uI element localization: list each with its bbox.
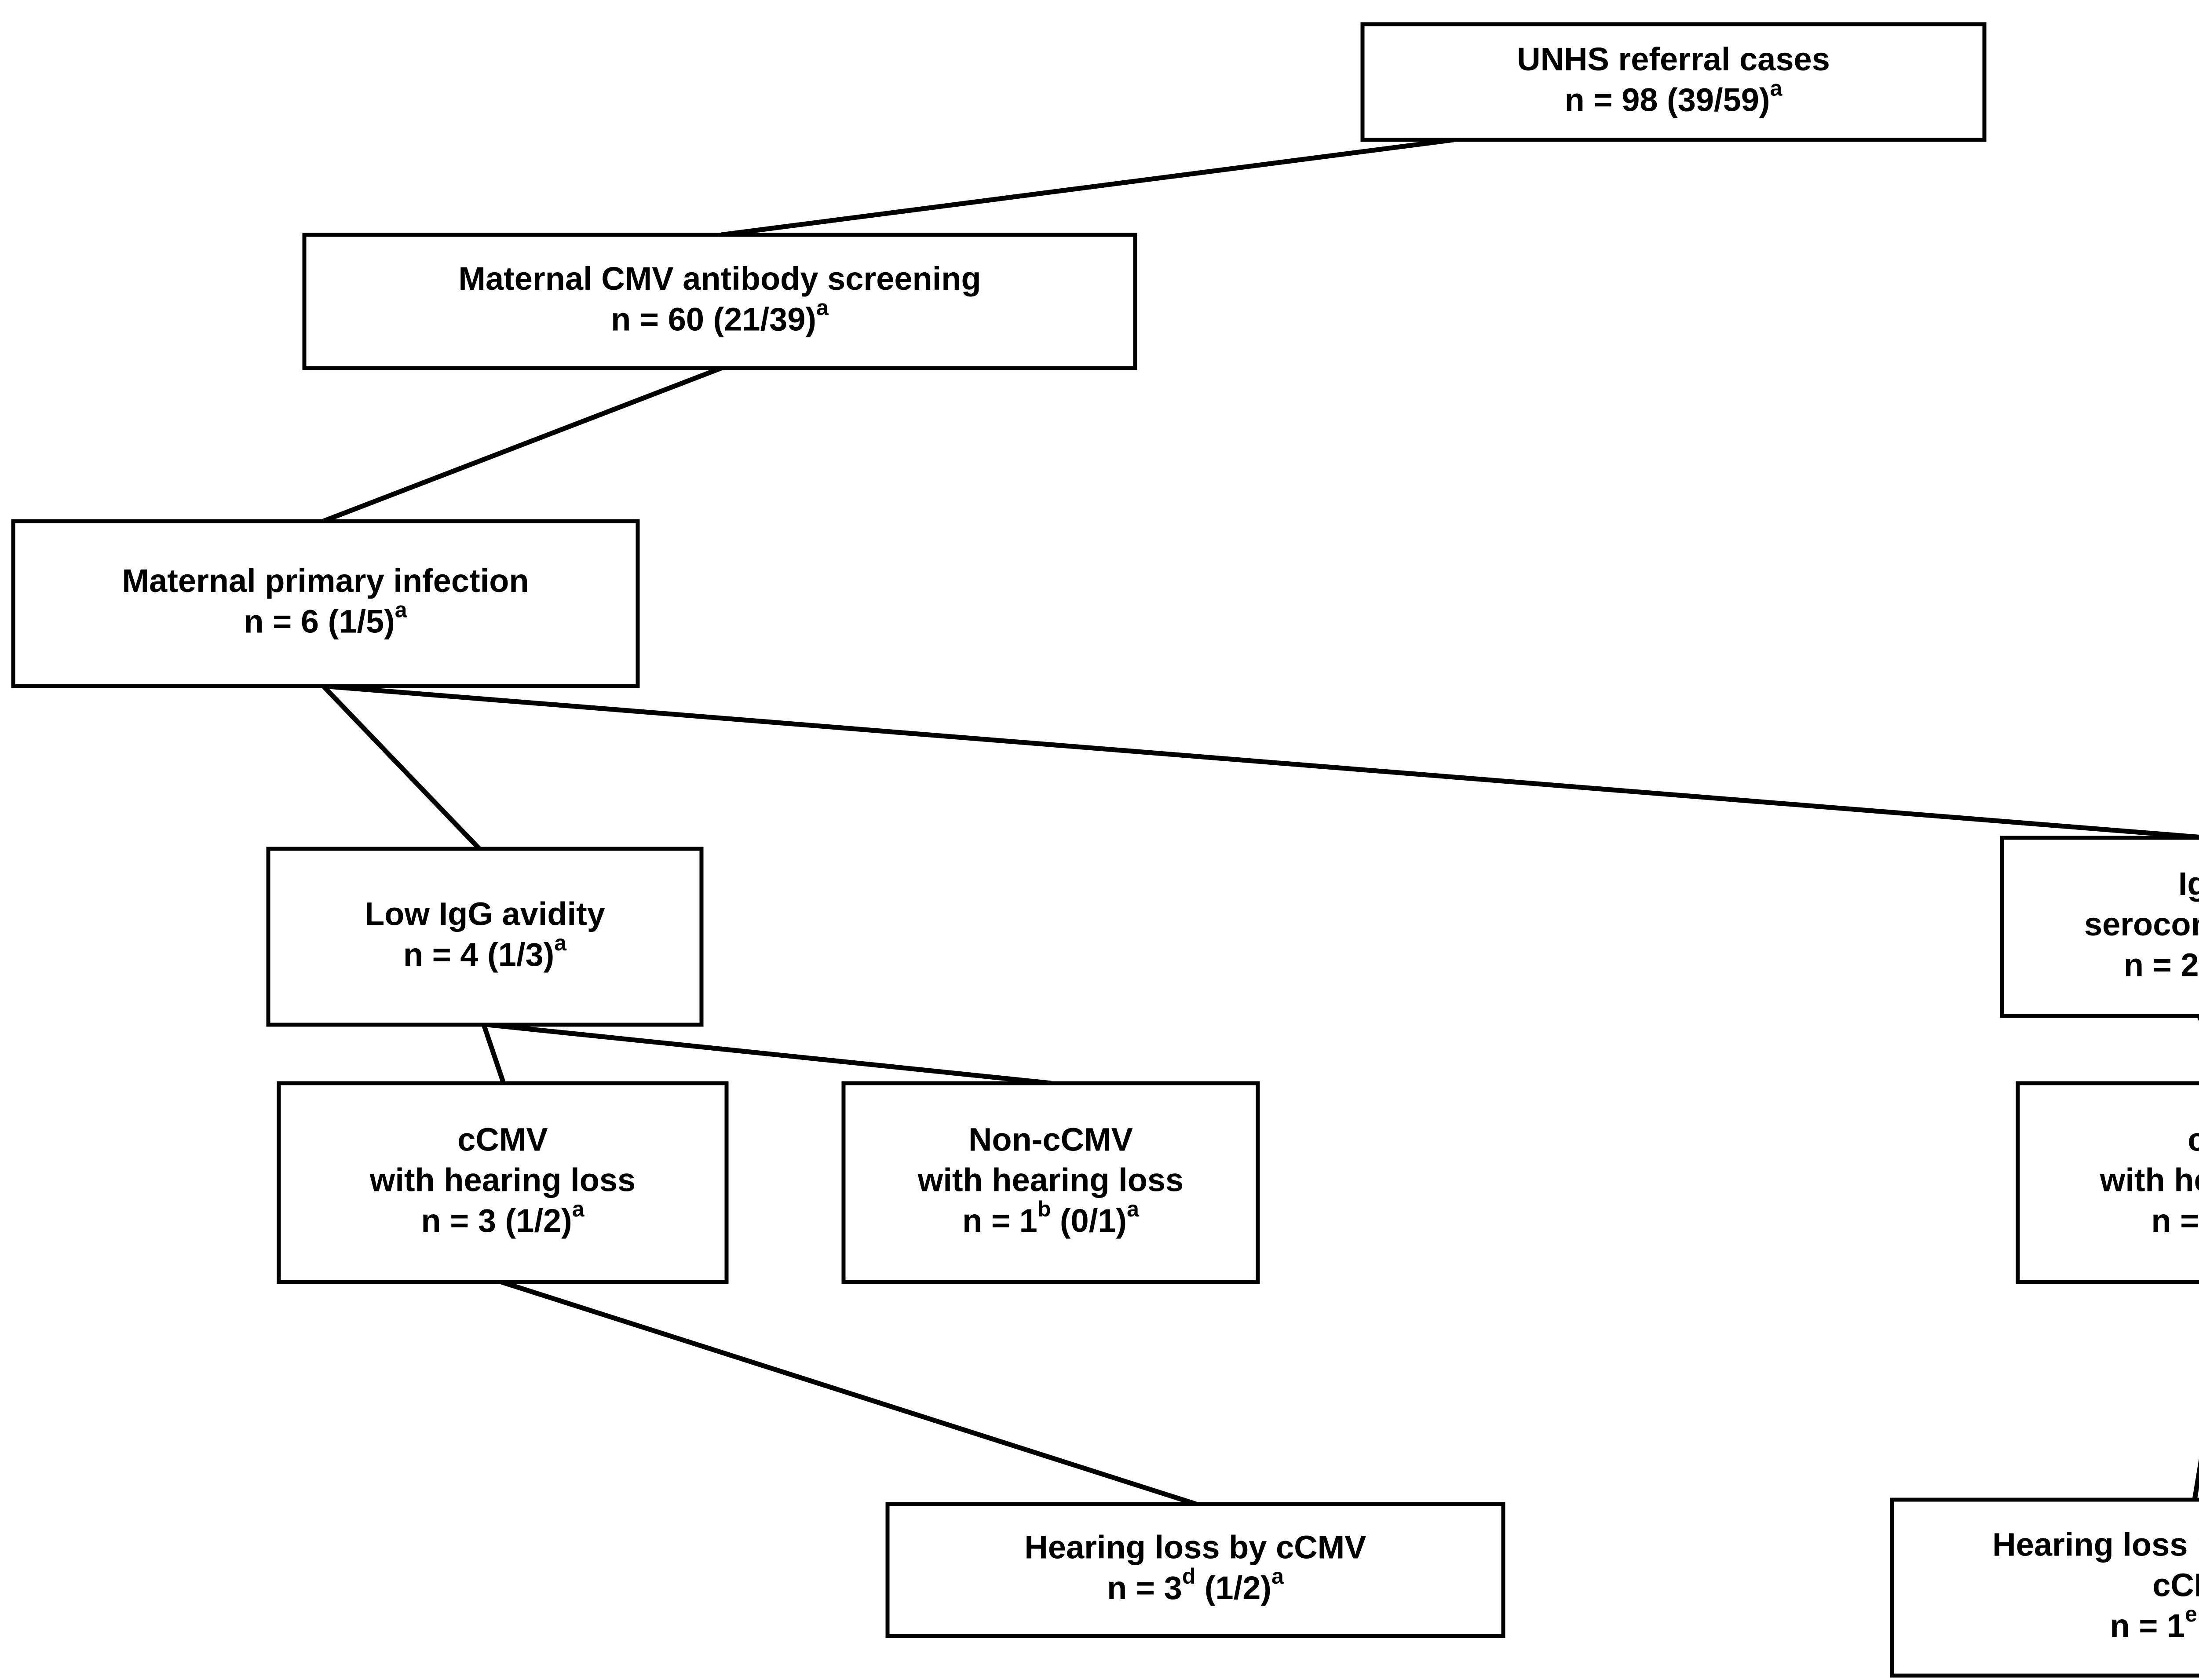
maternal-primary-infection-box-rect <box>11 519 640 688</box>
low-igg-avidity-box-rect <box>266 847 704 1027</box>
connector-primary-infection-to-low-avidity <box>321 684 481 851</box>
non-ccmv-with-hearing-loss-left-box-label-0: Non-cCMV <box>968 1121 1133 1158</box>
ccmv-with-hearing-loss-right-box-count: n = 1 (0/1)a <box>2151 1197 2199 1238</box>
igg-seroconversion-box-count: n = 2 (0/2)a <box>2124 941 2199 983</box>
non-ccmv-with-hearing-loss-left-box-rect <box>841 1081 1260 1284</box>
hearing-loss-by-ccmv-box-label-0: Hearing loss by cCMV <box>1024 1529 1366 1566</box>
maternal-primary-infection-box-label-0: Maternal primary infection <box>122 562 529 599</box>
connector-layer <box>321 137 2199 1507</box>
connector-low-avidity-to-non-ccmv-left <box>487 1022 1052 1086</box>
connector-ccmv-right-to-hearing-loss-not-related <box>2192 1458 2199 1500</box>
ccmv-with-hearing-loss-right-box-label-0: cCMV <box>2188 1121 2199 1158</box>
connector-ccmv-left-to-hearing-loss-by-ccmv <box>500 1279 1197 1507</box>
ccmv-with-hearing-loss-right-box-label-1: with hearing loss <box>2100 1162 2199 1198</box>
connector-screening-to-primary-infection <box>322 365 722 524</box>
igg-seroconversion-box-label-0: IgG <box>2178 866 2199 902</box>
connector-primary-infection-to-seroconversion <box>323 683 2199 840</box>
igg-seroconversion-box[interactable]: IgG seroconversionn = 2 (0/2)a <box>2000 836 2199 1018</box>
unhs-referral-cases-box-label-0: UNHS referral cases <box>1517 41 1830 77</box>
maternal-cmv-antibody-screening-box-rect <box>302 233 1137 370</box>
ccmv-with-hearing-loss-left-box-label-1: with hearing loss <box>369 1162 636 1198</box>
non-ccmv-with-hearing-loss-left-box-count: n = 1b (0/1)a <box>962 1197 1140 1238</box>
maternal-cmv-antibody-screening-box-count: n = 60 (21/39)a <box>611 296 829 337</box>
igg-seroconversion-box-label-1: seroconversion <box>2084 906 2199 942</box>
low-igg-avidity-box-count: n = 4 (1/3)a <box>403 931 567 972</box>
ccmv-with-hearing-loss-left-box-count: n = 3 (1/2)a <box>421 1197 584 1238</box>
low-igg-avidity-box-label-0: Low IgG avidity <box>365 896 605 932</box>
hearing-loss-not-related-to-ccmv-box-label-1: cCMV <box>2152 1567 2199 1603</box>
hearing-loss-not-related-to-ccmv-box-rect <box>1890 1497 2199 1678</box>
hearing-loss-not-related-to-ccmv-box-count: n = 1e (0/1)a <box>2110 1602 2199 1643</box>
hearing-loss-by-ccmv-box-rect <box>885 1502 1505 1638</box>
connector-low-avidity-to-ccmv-left <box>481 1024 506 1084</box>
non-ccmv-with-hearing-loss-left-box-label-1: with hearing loss <box>917 1162 1184 1198</box>
ccmv-with-hearing-loss-left-box-label-0: cCMV <box>457 1121 548 1158</box>
igg-seroconversion-box-rect <box>2000 836 2199 1018</box>
ccmv-with-hearing-loss-left-box-rect <box>277 1081 729 1284</box>
connector-unhs-to-maternal-screening <box>721 137 1454 237</box>
unhs-referral-cases-box-count: n = 98 (39/59)a <box>1565 76 1783 118</box>
maternal-primary-infection-box-count: n = 6 (1/5)a <box>244 598 407 639</box>
unhs-referral-cases-box-rect <box>1360 22 1987 142</box>
hearing-loss-by-ccmv-box-count: n = 3d (1/2)a <box>1107 1564 1284 1606</box>
maternal-cmv-antibody-screening-box-label-0: Maternal CMV antibody screening <box>458 260 981 297</box>
ccmv-with-hearing-loss-right-box-rect <box>2016 1081 2199 1284</box>
hearing-loss-not-related-to-ccmv-box-label-0: Hearing loss not related to <box>1992 1527 2199 1563</box>
